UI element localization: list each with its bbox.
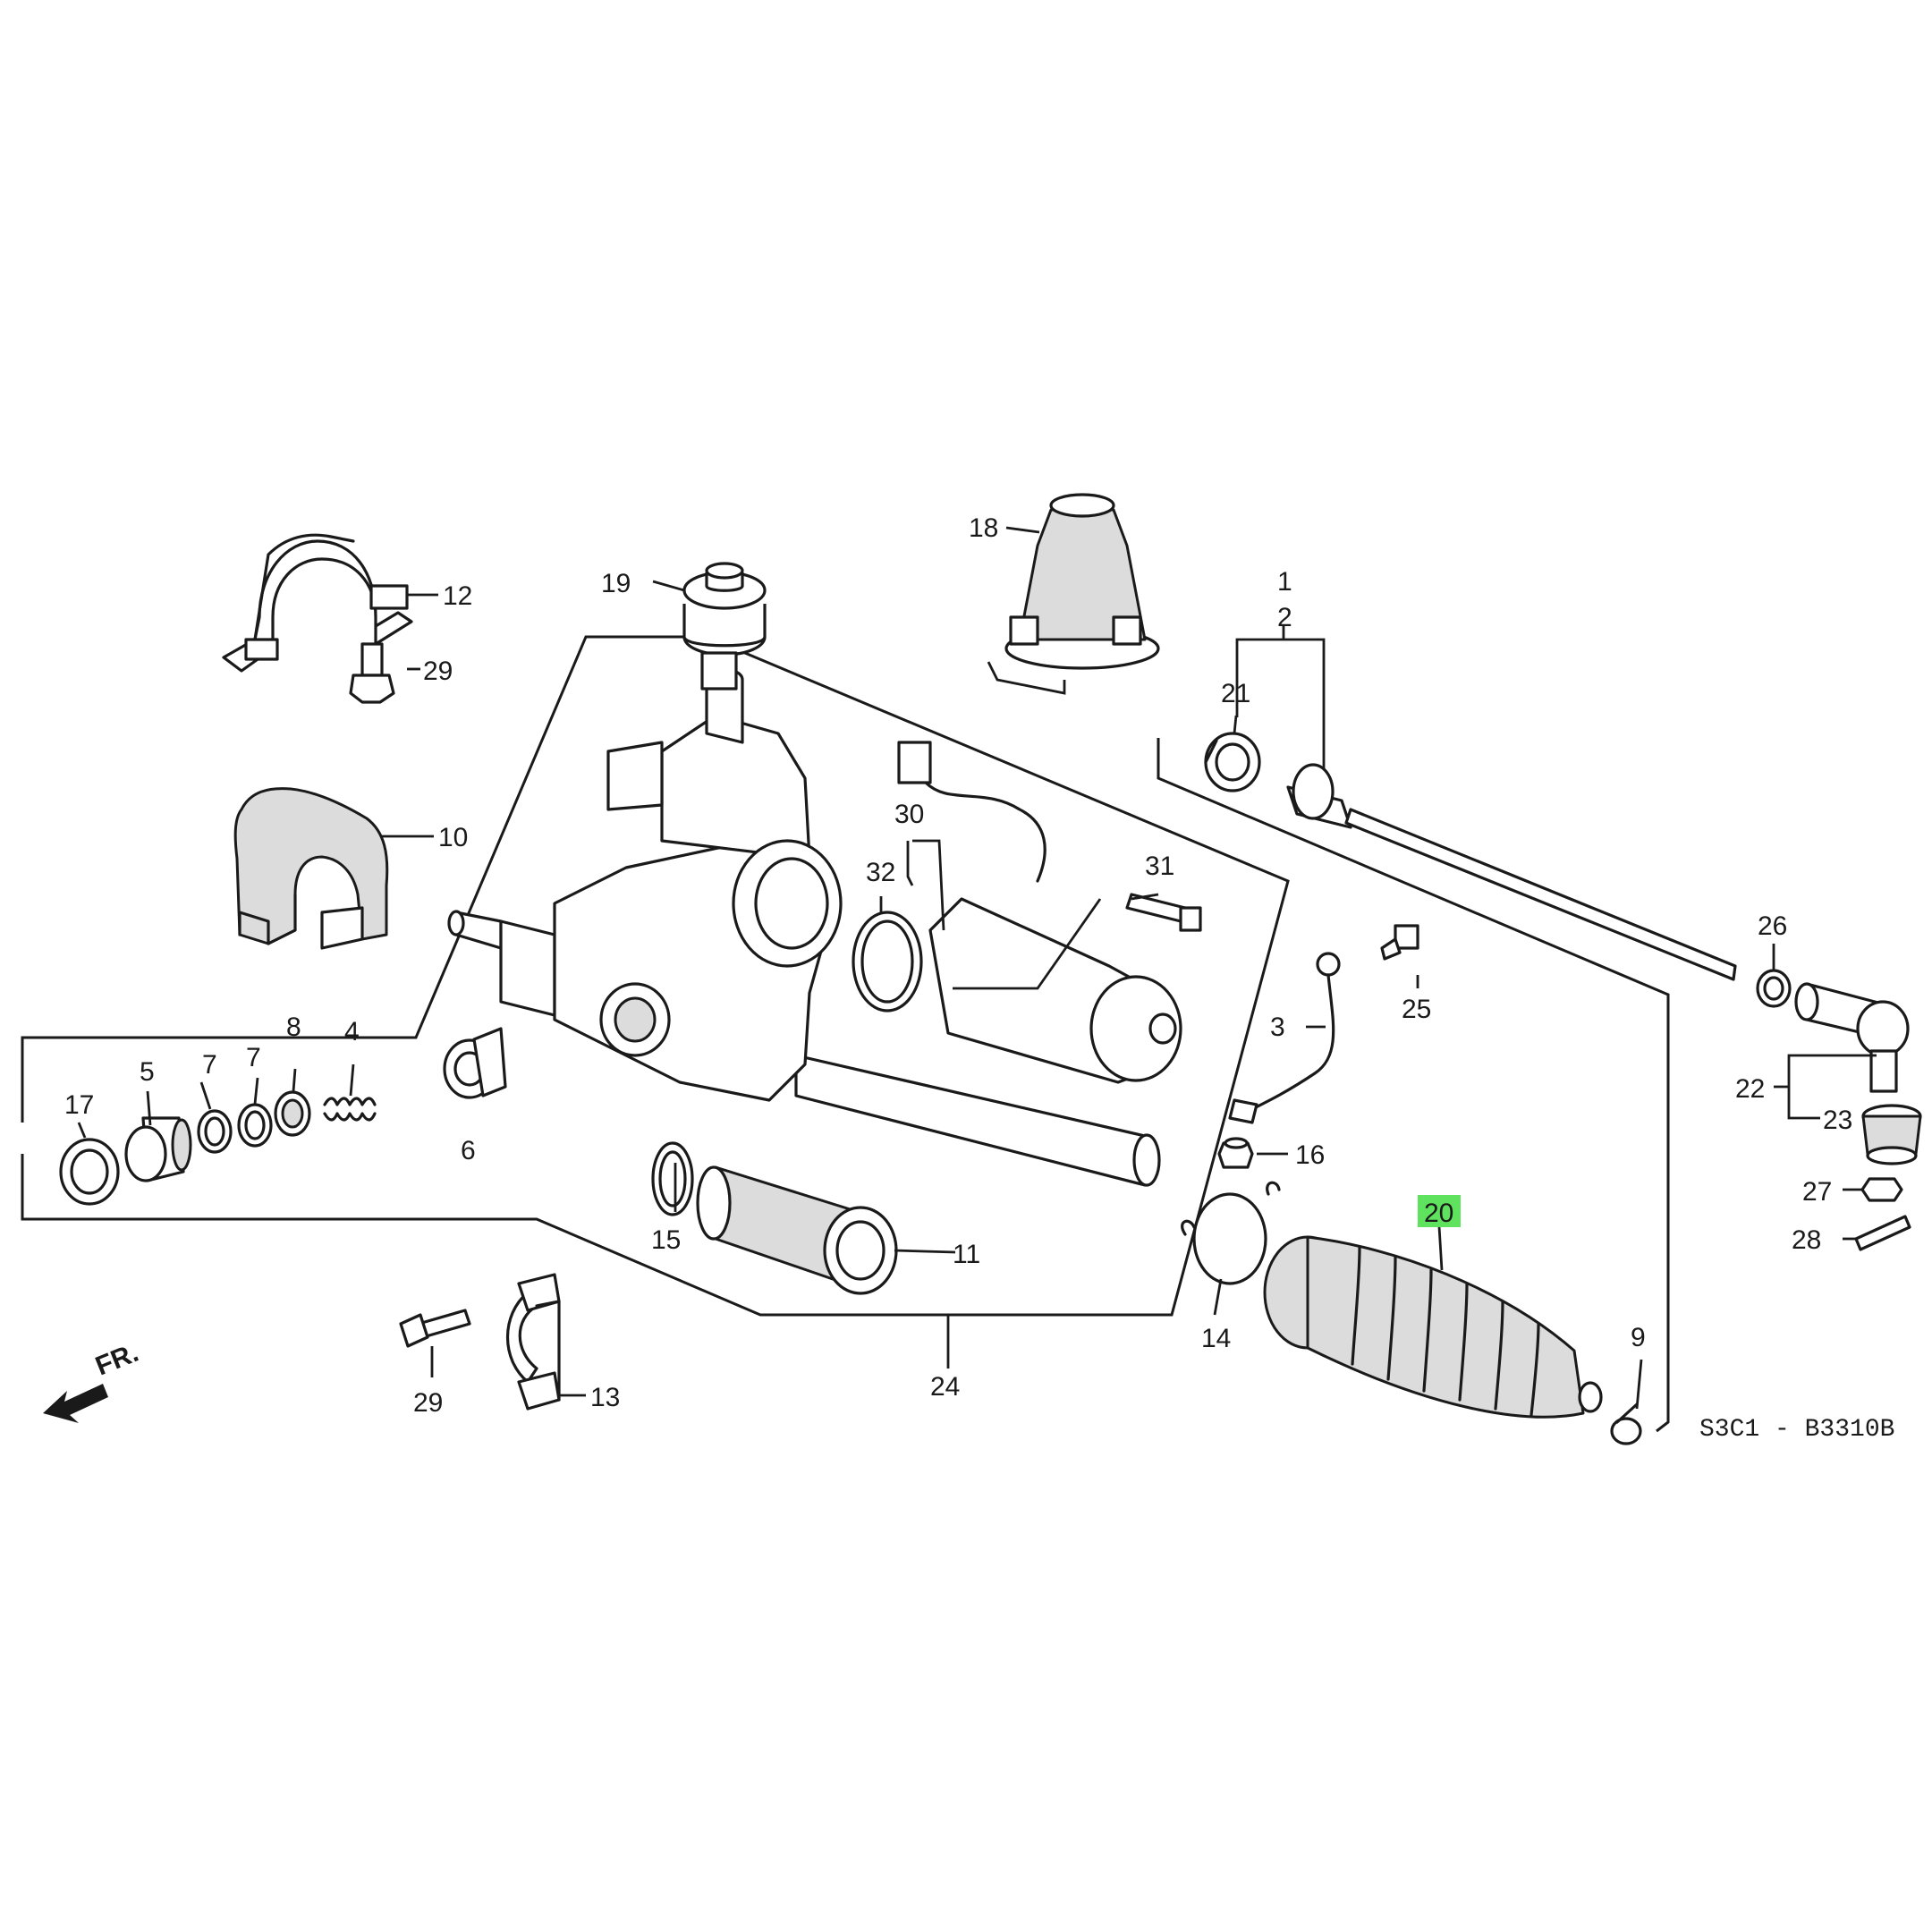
part-12-clamp-bracket[interactable] xyxy=(222,533,413,673)
steering-gear-housing[interactable] xyxy=(447,651,1161,1187)
part-3-ground-cable[interactable] xyxy=(1228,952,1341,1124)
part-30-motor[interactable] xyxy=(897,741,1182,1084)
label-1[interactable]: 1 xyxy=(1277,567,1292,597)
part-20-rack-boot[interactable] xyxy=(1263,1235,1603,1419)
label-22[interactable]: 22 xyxy=(1735,1074,1765,1104)
label-29-lower[interactable]: 29 xyxy=(413,1388,443,1418)
part-labels: 12 29 10 19 18 1 2 21 30 32 31 26 25 3 2… xyxy=(64,513,1852,1418)
part-6-bushing[interactable] xyxy=(443,1027,507,1099)
front-label: FR. xyxy=(91,1338,142,1382)
label-26[interactable]: 26 xyxy=(1758,911,1787,941)
label-19[interactable]: 19 xyxy=(601,569,631,598)
part-8-washer[interactable] xyxy=(274,1090,311,1137)
part-29-bolt-lower[interactable] xyxy=(399,1309,471,1348)
label-24[interactable]: 24 xyxy=(930,1372,960,1402)
label-11[interactable]: 11 xyxy=(953,1240,980,1269)
part-1-2-tie-rod[interactable] xyxy=(1286,763,1737,981)
part-27-nut[interactable] xyxy=(1860,1177,1903,1202)
label-25[interactable]: 25 xyxy=(1402,995,1431,1024)
leader-lines xyxy=(77,526,1877,1410)
part-19-mount[interactable] xyxy=(682,562,767,657)
front-direction-indicator: FR. xyxy=(43,1338,142,1423)
part-26-nut[interactable] xyxy=(1756,969,1792,1008)
label-20[interactable]: 20 xyxy=(1424,1199,1453,1228)
label-21[interactable]: 21 xyxy=(1221,679,1250,708)
diagram-code: S3C1 - B3310B xyxy=(1699,1416,1894,1444)
front-arrow-icon xyxy=(43,1384,108,1423)
label-10[interactable]: 10 xyxy=(438,823,468,852)
part-5-rack-guide[interactable] xyxy=(124,1116,192,1182)
part-31-bolt[interactable] xyxy=(1125,893,1202,932)
part-29-bolt-upper[interactable] xyxy=(349,642,395,704)
part-18-boot[interactable] xyxy=(1004,493,1160,670)
label-28[interactable]: 28 xyxy=(1792,1225,1821,1255)
part-21-lock-washer[interactable] xyxy=(1204,732,1261,792)
label-32[interactable]: 32 xyxy=(866,858,895,887)
label-13[interactable]: 13 xyxy=(590,1383,620,1412)
label-6[interactable]: 6 xyxy=(461,1136,476,1165)
part-7-o-ring-a[interactable] xyxy=(197,1109,233,1154)
label-3[interactable]: 3 xyxy=(1270,1013,1285,1042)
part-10-bushing[interactable] xyxy=(233,787,389,950)
part-4-spring[interactable] xyxy=(323,1097,377,1122)
label-29-upper[interactable]: 29 xyxy=(423,657,453,686)
label-4[interactable]: 4 xyxy=(344,1017,360,1046)
label-7-a[interactable]: 7 xyxy=(202,1050,217,1080)
label-30[interactable]: 30 xyxy=(894,800,924,829)
label-27[interactable]: 27 xyxy=(1802,1177,1832,1207)
part-32-o-ring[interactable] xyxy=(852,911,923,1013)
part-22-tie-rod-end[interactable] xyxy=(1794,982,1910,1093)
label-17[interactable]: 17 xyxy=(64,1090,94,1120)
label-15[interactable]: 15 xyxy=(651,1225,681,1255)
part-14-boot-band[interactable] xyxy=(1181,1181,1281,1285)
part-28-cotter-pin[interactable] xyxy=(1854,1215,1911,1251)
part-23-boot[interactable] xyxy=(1861,1104,1922,1165)
part-15-ring[interactable] xyxy=(651,1141,694,1216)
label-8[interactable]: 8 xyxy=(286,1013,301,1042)
part-20-highlight xyxy=(1418,1195,1461,1227)
label-5[interactable]: 5 xyxy=(140,1057,155,1087)
part-13-clamp-bracket[interactable] xyxy=(505,1273,561,1411)
label-16[interactable]: 16 xyxy=(1295,1140,1325,1170)
label-31[interactable]: 31 xyxy=(1145,852,1174,881)
part-11-bushing-sleeve[interactable] xyxy=(696,1165,898,1295)
label-18[interactable]: 18 xyxy=(969,513,998,543)
label-2[interactable]: 2 xyxy=(1277,603,1292,632)
part-9-clip[interactable] xyxy=(1610,1402,1642,1445)
label-7-b[interactable]: 7 xyxy=(246,1043,261,1072)
label-14[interactable]: 14 xyxy=(1201,1324,1231,1353)
part-7-o-ring-b[interactable] xyxy=(237,1103,273,1148)
assembly-frame xyxy=(21,635,1670,1433)
label-12[interactable]: 12 xyxy=(443,581,472,611)
part-25-bolt[interactable] xyxy=(1380,924,1419,961)
label-9[interactable]: 9 xyxy=(1631,1323,1646,1352)
label-23[interactable]: 23 xyxy=(1823,1106,1852,1135)
part-16-bolt[interactable] xyxy=(1217,1137,1254,1169)
part-17-lock-nut[interactable] xyxy=(59,1138,120,1206)
